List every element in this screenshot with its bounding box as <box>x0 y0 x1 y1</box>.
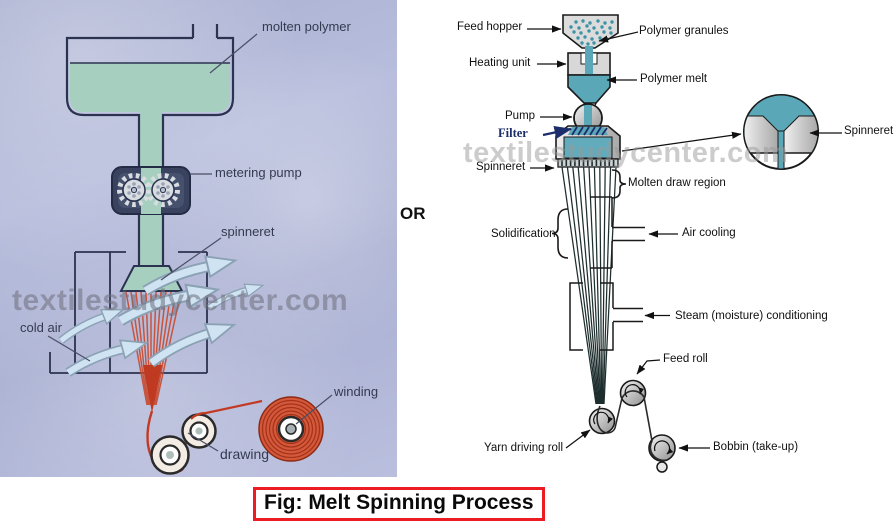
left-leader-lines <box>47 33 333 452</box>
label-air-cooling: Air cooling <box>682 227 736 239</box>
yarn-path <box>596 390 667 462</box>
filament-bundle <box>561 166 617 405</box>
drawing-roll <box>150 435 190 475</box>
polymer-stream <box>585 46 593 88</box>
label-filter: Filter <box>498 126 528 140</box>
label-steam-conditioning: Steam (moisture) conditioning <box>675 310 828 322</box>
label-feed-hopper: Feed hopper <box>457 21 523 33</box>
gear-icon <box>117 173 151 207</box>
spinneret-block <box>555 125 621 168</box>
metering-pump <box>111 166 191 215</box>
label-heating-unit: Heating unit <box>469 57 531 69</box>
drawing-roll <box>181 413 217 449</box>
label-drawing: drawing <box>220 446 270 462</box>
label-cold-air: cold air <box>20 320 62 335</box>
label-molten-draw-region: Molten draw region <box>628 177 726 189</box>
steam-conditioning-chamber <box>569 282 643 351</box>
label-polymer-granules: Polymer granules <box>639 25 729 37</box>
spinneret-inset <box>743 94 819 170</box>
winding-package <box>258 396 324 462</box>
label-bobbin: Bobbin (take-up) <box>713 441 799 453</box>
label-spinneret: spinneret <box>221 224 275 239</box>
right-melt-spinning-diagram <box>527 14 842 473</box>
filter-hatch <box>568 126 608 136</box>
solidification-brace <box>551 208 569 259</box>
label-inset-spinneret: Spinneret <box>844 125 894 137</box>
label-yarn-driving-roll: Yarn driving roll <box>484 442 564 454</box>
or-separator: OR <box>400 204 426 223</box>
gear-icon <box>146 173 180 207</box>
molten-polymer-tank <box>65 24 235 266</box>
filament-cone-tip <box>143 365 162 413</box>
drawing-and-winding-section <box>146 396 324 475</box>
bobbin-spindle <box>656 461 668 473</box>
label-feed-roll: Feed roll <box>663 353 708 365</box>
label-solidification: Solidification <box>491 228 556 240</box>
label-spinneret-right: Spinneret <box>476 161 526 173</box>
take-up-section <box>588 379 676 473</box>
polymer-granules-dots <box>569 19 614 46</box>
feed-hopper <box>562 14 619 49</box>
label-metering-pump: metering pump <box>215 165 302 180</box>
molten-draw-region-brace <box>611 169 627 199</box>
right-leader-lines <box>527 25 842 452</box>
label-molten-polymer: molten polymer <box>262 19 351 34</box>
label-winding: winding <box>334 384 379 399</box>
bobbin <box>648 434 676 462</box>
figure-caption: Fig: Melt Spinning Process <box>253 487 545 521</box>
air-cooling-duct <box>590 196 645 269</box>
left-melt-spinning-diagram <box>47 24 333 475</box>
label-pump: Pump <box>505 110 536 122</box>
label-polymer-melt: Polymer melt <box>640 73 708 85</box>
